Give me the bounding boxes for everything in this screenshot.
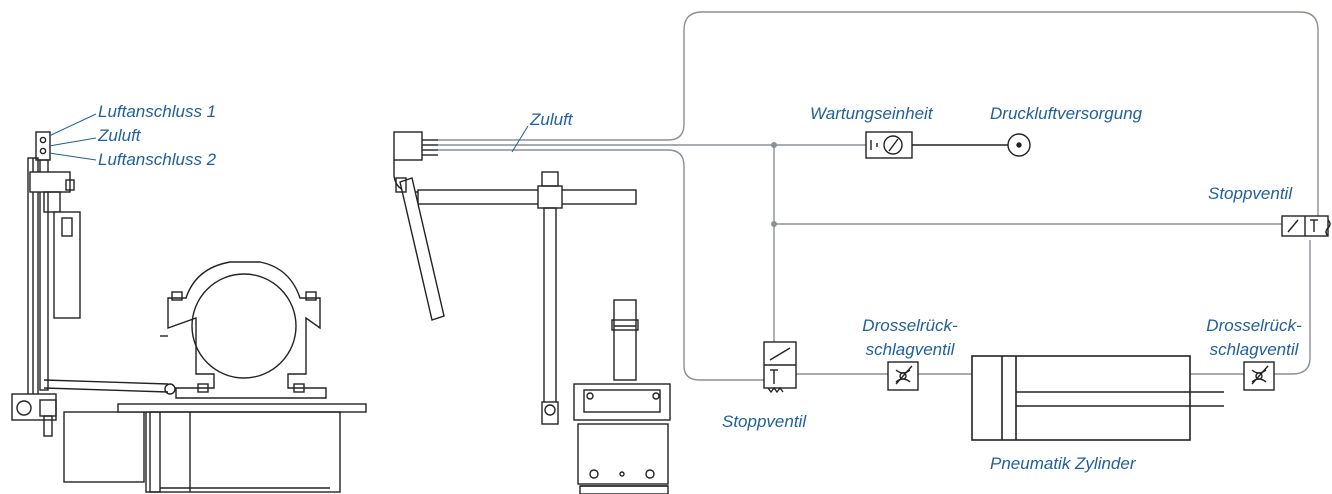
left-throttle-check-valve-symbol [887, 361, 919, 391]
label-wartungseinheit: Wartungseinheit [810, 104, 933, 123]
leader-lines [48, 113, 529, 161]
label-druckluftversorgung: Druckluftversorgung [990, 104, 1143, 123]
label-stoppventil-right: Stoppventil [1208, 184, 1293, 203]
bottom-stop-valve-symbol [763, 341, 797, 394]
right-stop-valve-symbol [1281, 215, 1331, 237]
label-zuluft-mid: Zuluft [530, 110, 573, 129]
label-drossel-left-1: Drosselrück- [862, 316, 958, 335]
pipe-network [438, 11, 1319, 381]
label-luftanschluss-2: Luftanschluss 2 [98, 150, 217, 169]
right-throttle-check-valve-symbol [1243, 361, 1275, 391]
pneumatic-cylinder-symbol [971, 355, 1224, 441]
junction-dot [771, 142, 777, 148]
label-pneumatik-zylinder: Pneumatik Zylinder [990, 454, 1136, 473]
label-zuluft-left: Zuluft [98, 126, 141, 145]
label-luftanschluss-1: Luftanschluss 1 [98, 102, 217, 121]
middle-machine-drawing [393, 131, 671, 494]
label-stoppventil-bottom: Stoppventil [722, 412, 807, 431]
junction-dot [771, 221, 777, 227]
label-drossel-left-2: schlagventil [865, 340, 955, 359]
label-drossel-right-1: Drosselrück- [1206, 316, 1302, 335]
label-drossel-right-2: schlagventil [1209, 340, 1299, 359]
left-machine-drawing [11, 131, 367, 493]
maintenance-unit-symbol [865, 131, 913, 159]
air-supply-symbol [1007, 133, 1031, 157]
